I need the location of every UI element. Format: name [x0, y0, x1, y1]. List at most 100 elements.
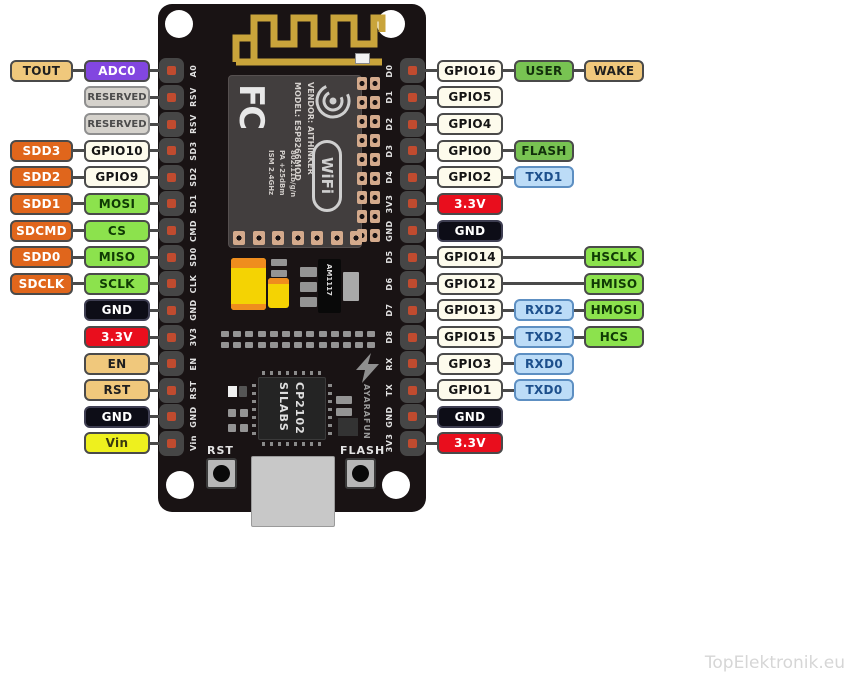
- through-hole-pin: [400, 58, 425, 84]
- through-hole-pin: [159, 164, 184, 190]
- pin-label-gnd: GND: [437, 219, 503, 242]
- connector-line: [412, 255, 614, 259]
- solder-pad: [343, 331, 351, 337]
- wifi-logo-badge: WiFi: [312, 140, 342, 212]
- castellated-pad: [291, 231, 304, 245]
- pin-pad: [408, 146, 417, 156]
- regulator-tab: [343, 272, 359, 301]
- pin-pad: [408, 172, 417, 182]
- chip-pins: [262, 442, 322, 446]
- through-hole-pin: [159, 218, 184, 244]
- castellated-pad: [370, 96, 380, 109]
- pin-label-sdd3: SDD3: [10, 139, 73, 162]
- pin-label-tout: TOUT: [10, 59, 73, 82]
- connector-line: [412, 335, 614, 339]
- pin-pad: [408, 199, 417, 209]
- lightning-bolt-icon: [356, 353, 379, 383]
- chip-pins: [328, 382, 332, 435]
- pin-label-user: USER: [514, 59, 574, 82]
- solder-pad: [300, 267, 317, 277]
- fcc-logo: FC: [231, 84, 271, 129]
- solder-pad: [233, 331, 242, 337]
- pin-pad: [408, 438, 417, 448]
- pin-pad: [408, 92, 417, 102]
- chip-pins: [262, 371, 322, 375]
- through-hole-pin: [400, 244, 425, 270]
- pin-label-rst: RST: [84, 379, 150, 402]
- status-led: [355, 53, 370, 64]
- pin-pad: [167, 412, 176, 422]
- castellated-pad: [357, 191, 367, 204]
- chip-pins: [252, 382, 256, 435]
- through-hole-pin: [159, 138, 184, 164]
- castellated-pad: [370, 153, 380, 166]
- pin-pad: [408, 359, 417, 369]
- solder-pad: [330, 331, 339, 337]
- pin-label-33v: 3.3V: [437, 432, 503, 455]
- solder-pad: [336, 408, 352, 416]
- through-hole-pin: [400, 351, 425, 377]
- pin-label-hmosi: HMOSI: [584, 299, 644, 322]
- castellated-pad: [357, 210, 367, 223]
- solder-pad: [343, 342, 351, 348]
- pin-label-hsclk: HSCLK: [584, 246, 644, 269]
- through-hole-pin: [159, 244, 184, 270]
- through-hole-pin: [159, 430, 184, 456]
- pin-pad: [408, 412, 417, 422]
- pin-pad: [408, 305, 417, 315]
- pin-label-reserved: RESERVED: [84, 86, 150, 109]
- pin-pad: [167, 226, 176, 236]
- pin-label-gpio10: GPIO10: [84, 139, 150, 162]
- voltage-regulator: AM1117: [318, 259, 341, 313]
- flash-button: [345, 458, 376, 489]
- solder-pad: [282, 342, 290, 348]
- pin-label-hmiso: HMISO: [584, 272, 644, 295]
- castellated-pad: [357, 172, 367, 185]
- through-hole-pin: [159, 58, 184, 84]
- solder-pad: [240, 409, 248, 417]
- solder-pad: [338, 418, 358, 436]
- pin-label-33v: 3.3V: [84, 326, 150, 348]
- pin-pad: [408, 385, 417, 395]
- solder-pad: [367, 342, 376, 348]
- solder-pad: [221, 331, 229, 337]
- castellated-pad: [357, 96, 367, 109]
- solder-pad: [336, 396, 352, 404]
- esp8266-module: FC ISM 2.4GHz PA +25dBm 802.11b/g/n MODE…: [228, 75, 362, 248]
- through-hole-pin: [159, 84, 184, 110]
- pin-pad: [408, 119, 417, 129]
- pin-pad: [167, 199, 176, 209]
- solder-pad: [269, 342, 278, 348]
- pin-label-miso: MISO: [84, 246, 150, 269]
- solder-pad: [221, 342, 229, 348]
- solder-pad: [318, 331, 327, 337]
- pin-label-flash: FLASH: [514, 139, 574, 162]
- pin-pad: [167, 359, 176, 369]
- castellated-pad: [357, 134, 367, 147]
- solder-pad: [355, 331, 364, 337]
- through-hole-pin: [159, 191, 184, 217]
- pin-pad: [167, 332, 176, 342]
- pin-label-sdd2: SDD2: [10, 166, 73, 189]
- module-spec-text: ISM 2.4GHz PA +25dBm 802.11b/g/n: [267, 150, 297, 198]
- mounting-hole: [166, 471, 194, 499]
- pin-pad: [408, 332, 417, 342]
- through-hole-pin: [159, 111, 184, 137]
- mounting-hole: [382, 471, 410, 499]
- through-hole-pin: [400, 377, 425, 403]
- pin-label-gpio9: GPIO9: [84, 166, 150, 189]
- flash-silk-label: FLASH: [340, 444, 386, 457]
- pin-label-mosi: MOSI: [84, 192, 150, 215]
- castellated-pad: [370, 210, 380, 223]
- edge-pin-label-3v3: 3V3: [385, 434, 394, 453]
- pin-label-vin: Vin: [84, 432, 150, 455]
- pin-label-gpio3: GPIO3: [437, 352, 503, 375]
- castellated-pad: [330, 231, 343, 245]
- pin-label-sdd0: SDD0: [10, 246, 73, 269]
- pin-label-gpio14: GPIO14: [437, 246, 503, 269]
- through-hole-pin: [400, 324, 425, 350]
- pin-label-rxd0: RXD0: [514, 352, 574, 375]
- through-hole-pin: [400, 430, 425, 456]
- edge-pin-label-vin: Vin: [189, 435, 198, 452]
- through-hole-pin: [159, 297, 184, 323]
